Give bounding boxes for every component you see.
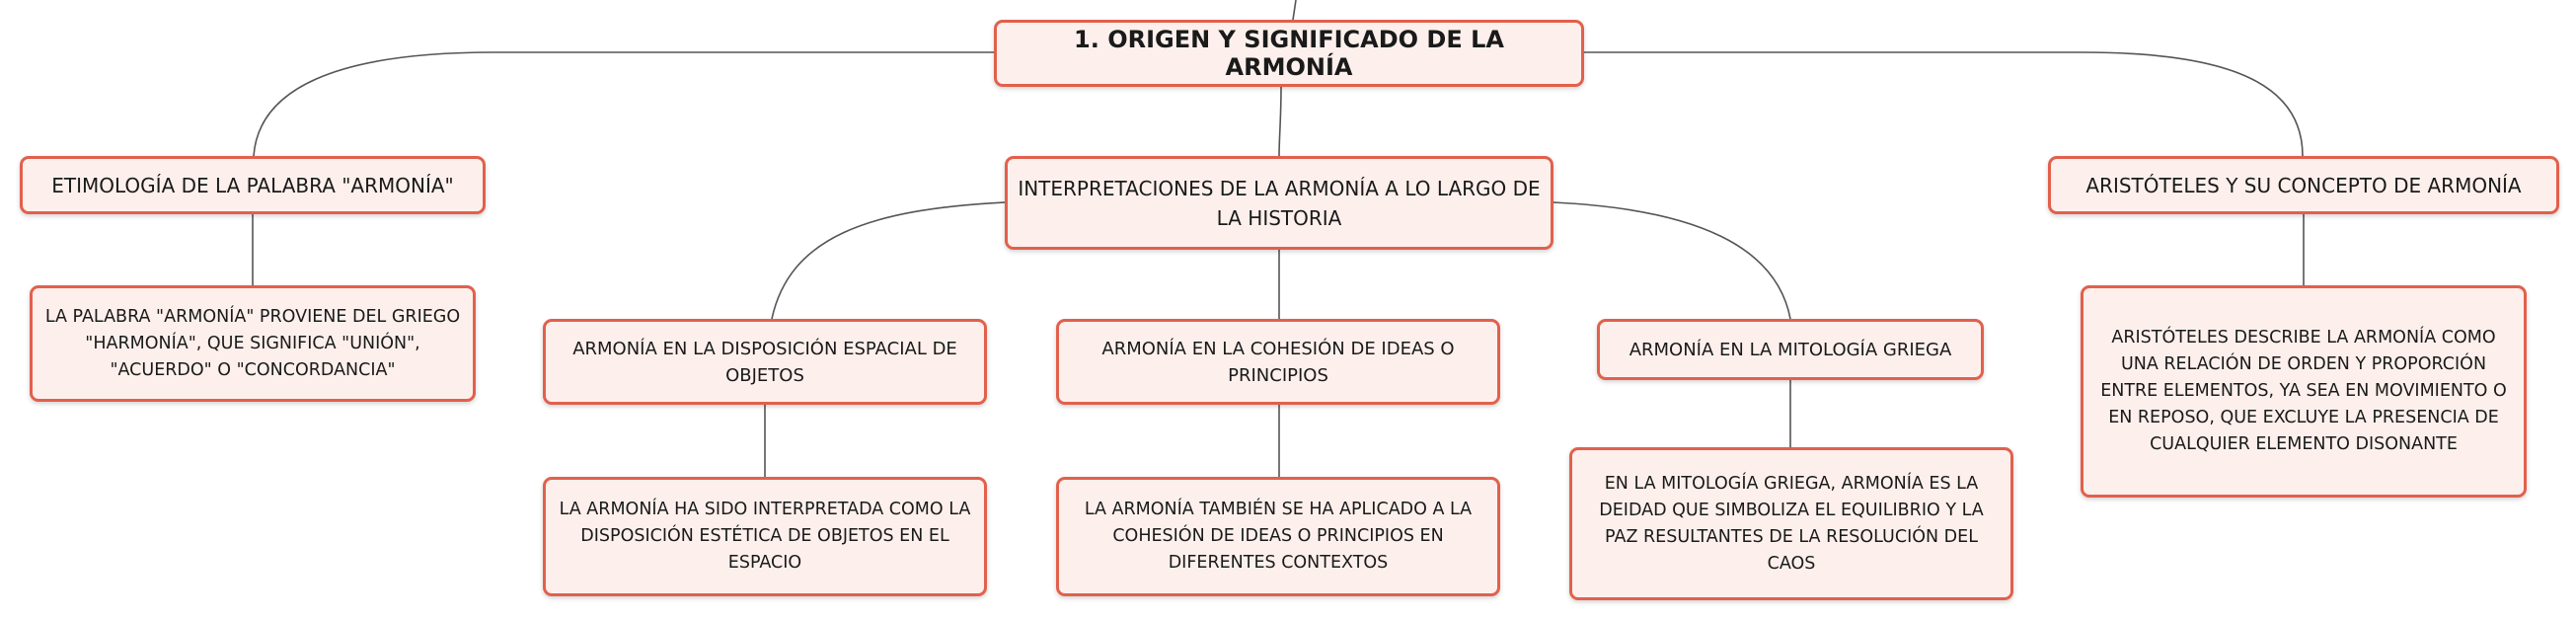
topic-etimologia[interactable]: ETIMOLOGÍA DE LA PALABRA "ARMONÍA" (20, 156, 486, 214)
topic-aristoteles[interactable]: ARISTÓTELES Y SU CONCEPTO DE ARMONÍA (2048, 156, 2559, 214)
note-aristoteles-text: ARISTÓTELES DESCRIBE LA ARMONÍA COMO UNA… (2100, 328, 2507, 454)
connector-root-aristoteles (1584, 51, 2304, 157)
connector-root-etimologia (253, 51, 994, 157)
connector-interp-disposicion (771, 201, 1006, 320)
topic-interpretaciones[interactable]: INTERPRETACIONES DE LA ARMONÍA A LO LARG… (1005, 156, 1553, 250)
topic-interpretaciones-label: INTERPRETACIONES DE LA ARMONÍA A LO LARG… (1018, 176, 1541, 230)
note-mitologia-griega[interactable]: EN LA MITOLOGÍA GRIEGA, ARMONÍA ES LA DE… (1569, 447, 2013, 600)
connector-root-interpretaciones (1278, 86, 1282, 157)
connector-root-parent (1292, 0, 1297, 21)
note-aristoteles[interactable]: ARISTÓTELES DESCRIBE LA ARMONÍA COMO UNA… (2081, 285, 2527, 498)
topic-disposicion-espacial[interactable]: ARMONÍA EN LA DISPOSICIÓN ESPACIAL DE OB… (543, 319, 987, 405)
note-etimologia[interactable]: LA PALABRA "ARMONÍA" PROVIENE DEL GRIEGO… (30, 285, 476, 402)
topic-cohesion-ideas-label: ARMONÍA EN LA COHESIÓN DE IDEAS O PRINCI… (1101, 338, 1455, 386)
topic-mitologia-griega[interactable]: ARMONÍA EN LA MITOLOGÍA GRIEGA (1597, 319, 1984, 380)
note-disposicion-espacial[interactable]: LA ARMONÍA HA SIDO INTERPRETADA COMO LA … (543, 477, 987, 596)
topic-cohesion-ideas[interactable]: ARMONÍA EN LA COHESIÓN DE IDEAS O PRINCI… (1056, 319, 1500, 405)
topic-mitologia-griega-label: ARMONÍA EN LA MITOLOGÍA GRIEGA (1629, 339, 1952, 360)
note-disposicion-espacial-text: LA ARMONÍA HA SIDO INTERPRETADA COMO LA … (559, 500, 971, 573)
root-topic-label: 1. ORIGEN Y SIGNIFICADO DE LA ARMONÍA (1074, 26, 1504, 81)
note-cohesion-ideas[interactable]: LA ARMONÍA TAMBIÉN SE HA APLICADO A LA C… (1056, 477, 1500, 596)
note-mitologia-griega-text: EN LA MITOLOGÍA GRIEGA, ARMONÍA ES LA DE… (1599, 473, 1984, 574)
note-cohesion-ideas-text: LA ARMONÍA TAMBIÉN SE HA APLICADO A LA C… (1084, 500, 1473, 573)
connector-interp-mitologia (1553, 201, 1791, 320)
note-etimologia-text: LA PALABRA "ARMONÍA" PROVIENE DEL GRIEGO… (44, 306, 461, 380)
root-topic[interactable]: 1. ORIGEN Y SIGNIFICADO DE LA ARMONÍA (994, 20, 1584, 87)
topic-aristoteles-label: ARISTÓTELES Y SU CONCEPTO DE ARMONÍA (2085, 173, 2522, 197)
topic-disposicion-espacial-label: ARMONÍA EN LA DISPOSICIÓN ESPACIAL DE OB… (572, 338, 957, 386)
topic-etimologia-label: ETIMOLOGÍA DE LA PALABRA "ARMONÍA" (51, 173, 454, 197)
